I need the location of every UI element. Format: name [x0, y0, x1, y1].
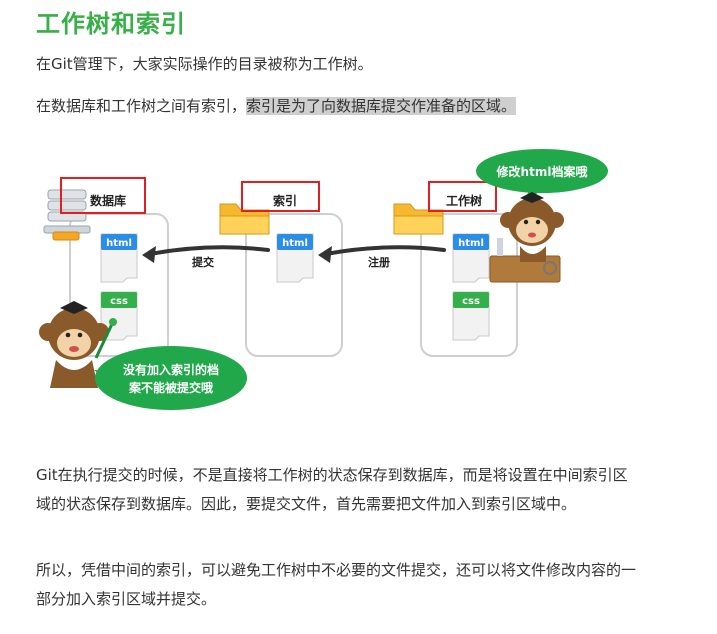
- index-benefit-paragraph: 所以，凭借中间的索引，可以避免工作树中不必要的文件提交，还可以将文件修改内容的一…: [36, 561, 637, 608]
- database-highlight-box: [60, 177, 146, 214]
- worktree-html-file-label: html: [458, 238, 484, 249]
- register-arrow-icon: [318, 245, 446, 263]
- index-highlight-box: [241, 181, 320, 212]
- index-panel: [245, 213, 343, 357]
- register-label: 注册: [368, 255, 390, 269]
- db-html-file-label: html: [106, 238, 132, 249]
- commit-explanation-paragraph: Git在执行提交的时候，不是直接将工作树的状态保存到数据库，而是将设置在中间索引…: [36, 466, 628, 513]
- monkey-at-desk-illustration: [489, 192, 564, 283]
- bottom-bubble-line1: 没有加入索引的档: [123, 362, 219, 377]
- monkey-with-pointer-illustration: [39, 301, 117, 388]
- top-speech-bubble: 修改html档案哦: [476, 149, 608, 202]
- intro-paragraph: 在Git管理下，大家实际操作的目录被称为工作树。: [36, 55, 373, 73]
- page-title: 工作树和索引: [36, 10, 186, 38]
- index-html-file-icon: html: [276, 233, 314, 283]
- bottom-bubble-line2: 案不能被提交哦: [128, 380, 213, 395]
- database-server-icon: [43, 189, 91, 241]
- worktree-css-file-label: css: [462, 296, 480, 307]
- worktree-highlight-box: [428, 181, 497, 212]
- db-html-file-icon: html: [100, 233, 138, 283]
- worktree-folder-icon: [393, 203, 444, 235]
- worktree-css-file-icon: css: [452, 291, 490, 341]
- worktree-html-file-icon: html: [452, 233, 490, 283]
- db-css-file-label: css: [110, 296, 128, 307]
- bottom-speech-bubble: 没有加入索引的档 案不能被提交哦: [94, 346, 247, 410]
- index-html-file-label: html: [282, 238, 308, 249]
- index-paragraph-text: 在数据库和工作树之间有索引，: [36, 97, 247, 115]
- index-folder-icon: [219, 203, 270, 235]
- top-bubble-text: 修改html档案哦: [496, 164, 588, 179]
- git-index-diagram: 数据库 html css 索引 html 工作树 html css: [39, 149, 608, 410]
- index-paragraph: 在数据库和工作树之间有索引，索引是为了向数据库提交作准备的区域。: [36, 92, 517, 121]
- worktree-label: 工作树: [446, 193, 482, 208]
- database-label: 数据库: [90, 193, 126, 208]
- commit-arrow-icon: [142, 245, 270, 263]
- highlighted-text: 索引是为了向数据库提交作准备的区域。: [246, 97, 517, 115]
- index-label: 索引: [273, 193, 297, 208]
- commit-label: 提交: [192, 255, 214, 269]
